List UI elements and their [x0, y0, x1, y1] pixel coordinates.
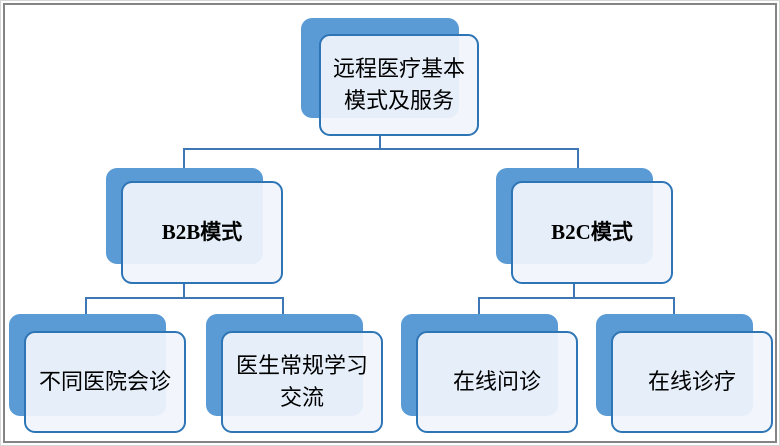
node-leaf1-label: 不同医院会诊: [38, 369, 171, 395]
connector-b2c-horizontal: [478, 297, 675, 299]
connector-to-leaf1: [85, 299, 87, 314]
node-root-label: 远程医疗基本模式及服务: [332, 56, 465, 113]
connector-b2b-stub: [183, 284, 185, 297]
node-b2c-label: B2C模式: [551, 220, 633, 245]
connector-to-b2b: [183, 150, 185, 168]
node-b2b-label: B2B模式: [161, 220, 243, 245]
connector-to-leaf4: [673, 299, 675, 314]
node-root: 远程医疗基本模式及服务: [319, 34, 479, 136]
node-leaf4: 在线诊疗: [611, 331, 773, 433]
node-leaf2: 医生常规学习交流: [221, 331, 383, 433]
connector-b2c-stub: [573, 284, 575, 297]
connector-to-leaf3: [478, 299, 480, 314]
node-b2b: B2B模式: [121, 181, 283, 284]
node-leaf2-label: 医生常规学习交流: [235, 353, 368, 410]
node-leaf1: 不同医院会诊: [24, 331, 186, 433]
connector-level1-horizontal: [183, 148, 579, 150]
connector-to-leaf2: [282, 299, 284, 314]
node-leaf3: 在线问诊: [416, 331, 578, 433]
connector-to-b2c: [577, 150, 579, 168]
node-b2c: B2C模式: [511, 181, 673, 284]
connector-b2b-horizontal: [85, 297, 284, 299]
node-leaf4-label: 在线诊疗: [647, 369, 736, 395]
node-leaf3-label: 在线问诊: [452, 369, 541, 395]
connector-root-stub: [379, 136, 381, 149]
